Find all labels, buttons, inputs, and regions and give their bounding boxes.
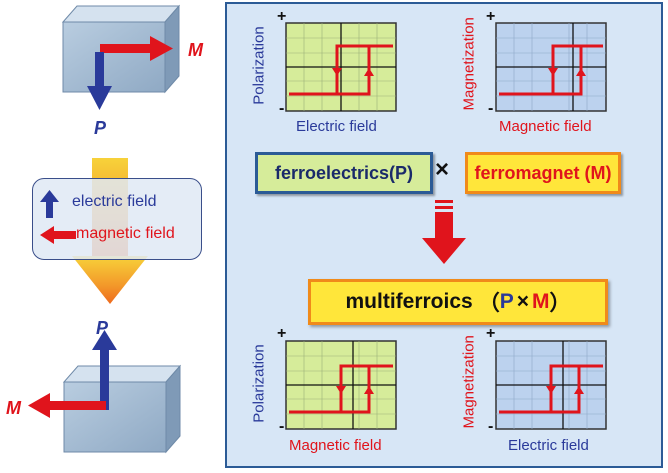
magnetization-arrow-right (100, 36, 173, 61)
ferromagnet-hysteresis-plot (495, 22, 607, 112)
legend-electric-label: electric field (72, 193, 157, 210)
magnetization-arrow-left (28, 393, 106, 418)
ferroelectric-hysteresis-plot (285, 22, 397, 112)
p-label-bottom: P (96, 318, 109, 338)
multiferroics-p: P (499, 290, 514, 313)
plot2-y-label: Magnetization (460, 17, 478, 111)
plot3-x-label: Magnetic field (289, 437, 382, 454)
ferroelectrics-box: ferroelectrics(P) (255, 152, 433, 194)
plot4-x-label: Electric field (508, 437, 589, 454)
multiferroic-magnetization-plot (495, 340, 607, 430)
polarization-arrow-down (87, 52, 112, 110)
multiferroic-polarization-plot (285, 340, 397, 430)
ferromagnet-box: ferromagnet (M) (465, 152, 621, 194)
times-sign: × (435, 156, 450, 183)
p-label-top: P (94, 118, 107, 138)
multiferroics-close-paren: ） (549, 292, 571, 315)
multiferroics-m: M (531, 290, 550, 313)
multiferroics-times: × (516, 290, 529, 313)
legend-magnetic-label: magnetic field (76, 225, 175, 242)
plot3-plus: + (277, 325, 287, 342)
plot2-plus: + (486, 8, 496, 25)
multiferroics-word: multiferroics (345, 290, 473, 313)
electric-field-arrow-icon (40, 190, 59, 218)
plot2-minus: - (488, 100, 494, 117)
plot2-x-label: Magnetic field (499, 118, 592, 135)
plot1-minus: - (279, 100, 285, 117)
multiferroics-open-paren: （ (478, 292, 500, 315)
plot3-y-label: Polarization (250, 344, 268, 423)
plot1-y-label: Polarization (250, 26, 268, 105)
bottom-cube-diagram (28, 330, 182, 454)
plot1-plus: + (277, 8, 287, 25)
m-label-top: M (188, 40, 203, 60)
combine-arrow (422, 200, 466, 264)
field-legend (32, 178, 202, 260)
m-label-bottom: M (6, 398, 21, 418)
plot3-minus: - (279, 418, 285, 435)
multiferroics-box: multiferroics （ P × M ） (308, 279, 608, 325)
magnetic-field-arrow-icon (40, 226, 76, 244)
cube-shape-bottom (62, 364, 182, 454)
polarization-arrow-up (92, 330, 117, 410)
plot4-minus: - (488, 418, 494, 435)
plot1-x-label: Electric field (296, 118, 377, 135)
top-cube-diagram (61, 4, 181, 110)
plot4-y-label: Magnetization (460, 335, 478, 429)
plot4-plus: + (486, 325, 496, 342)
legend-arrows (40, 190, 76, 244)
